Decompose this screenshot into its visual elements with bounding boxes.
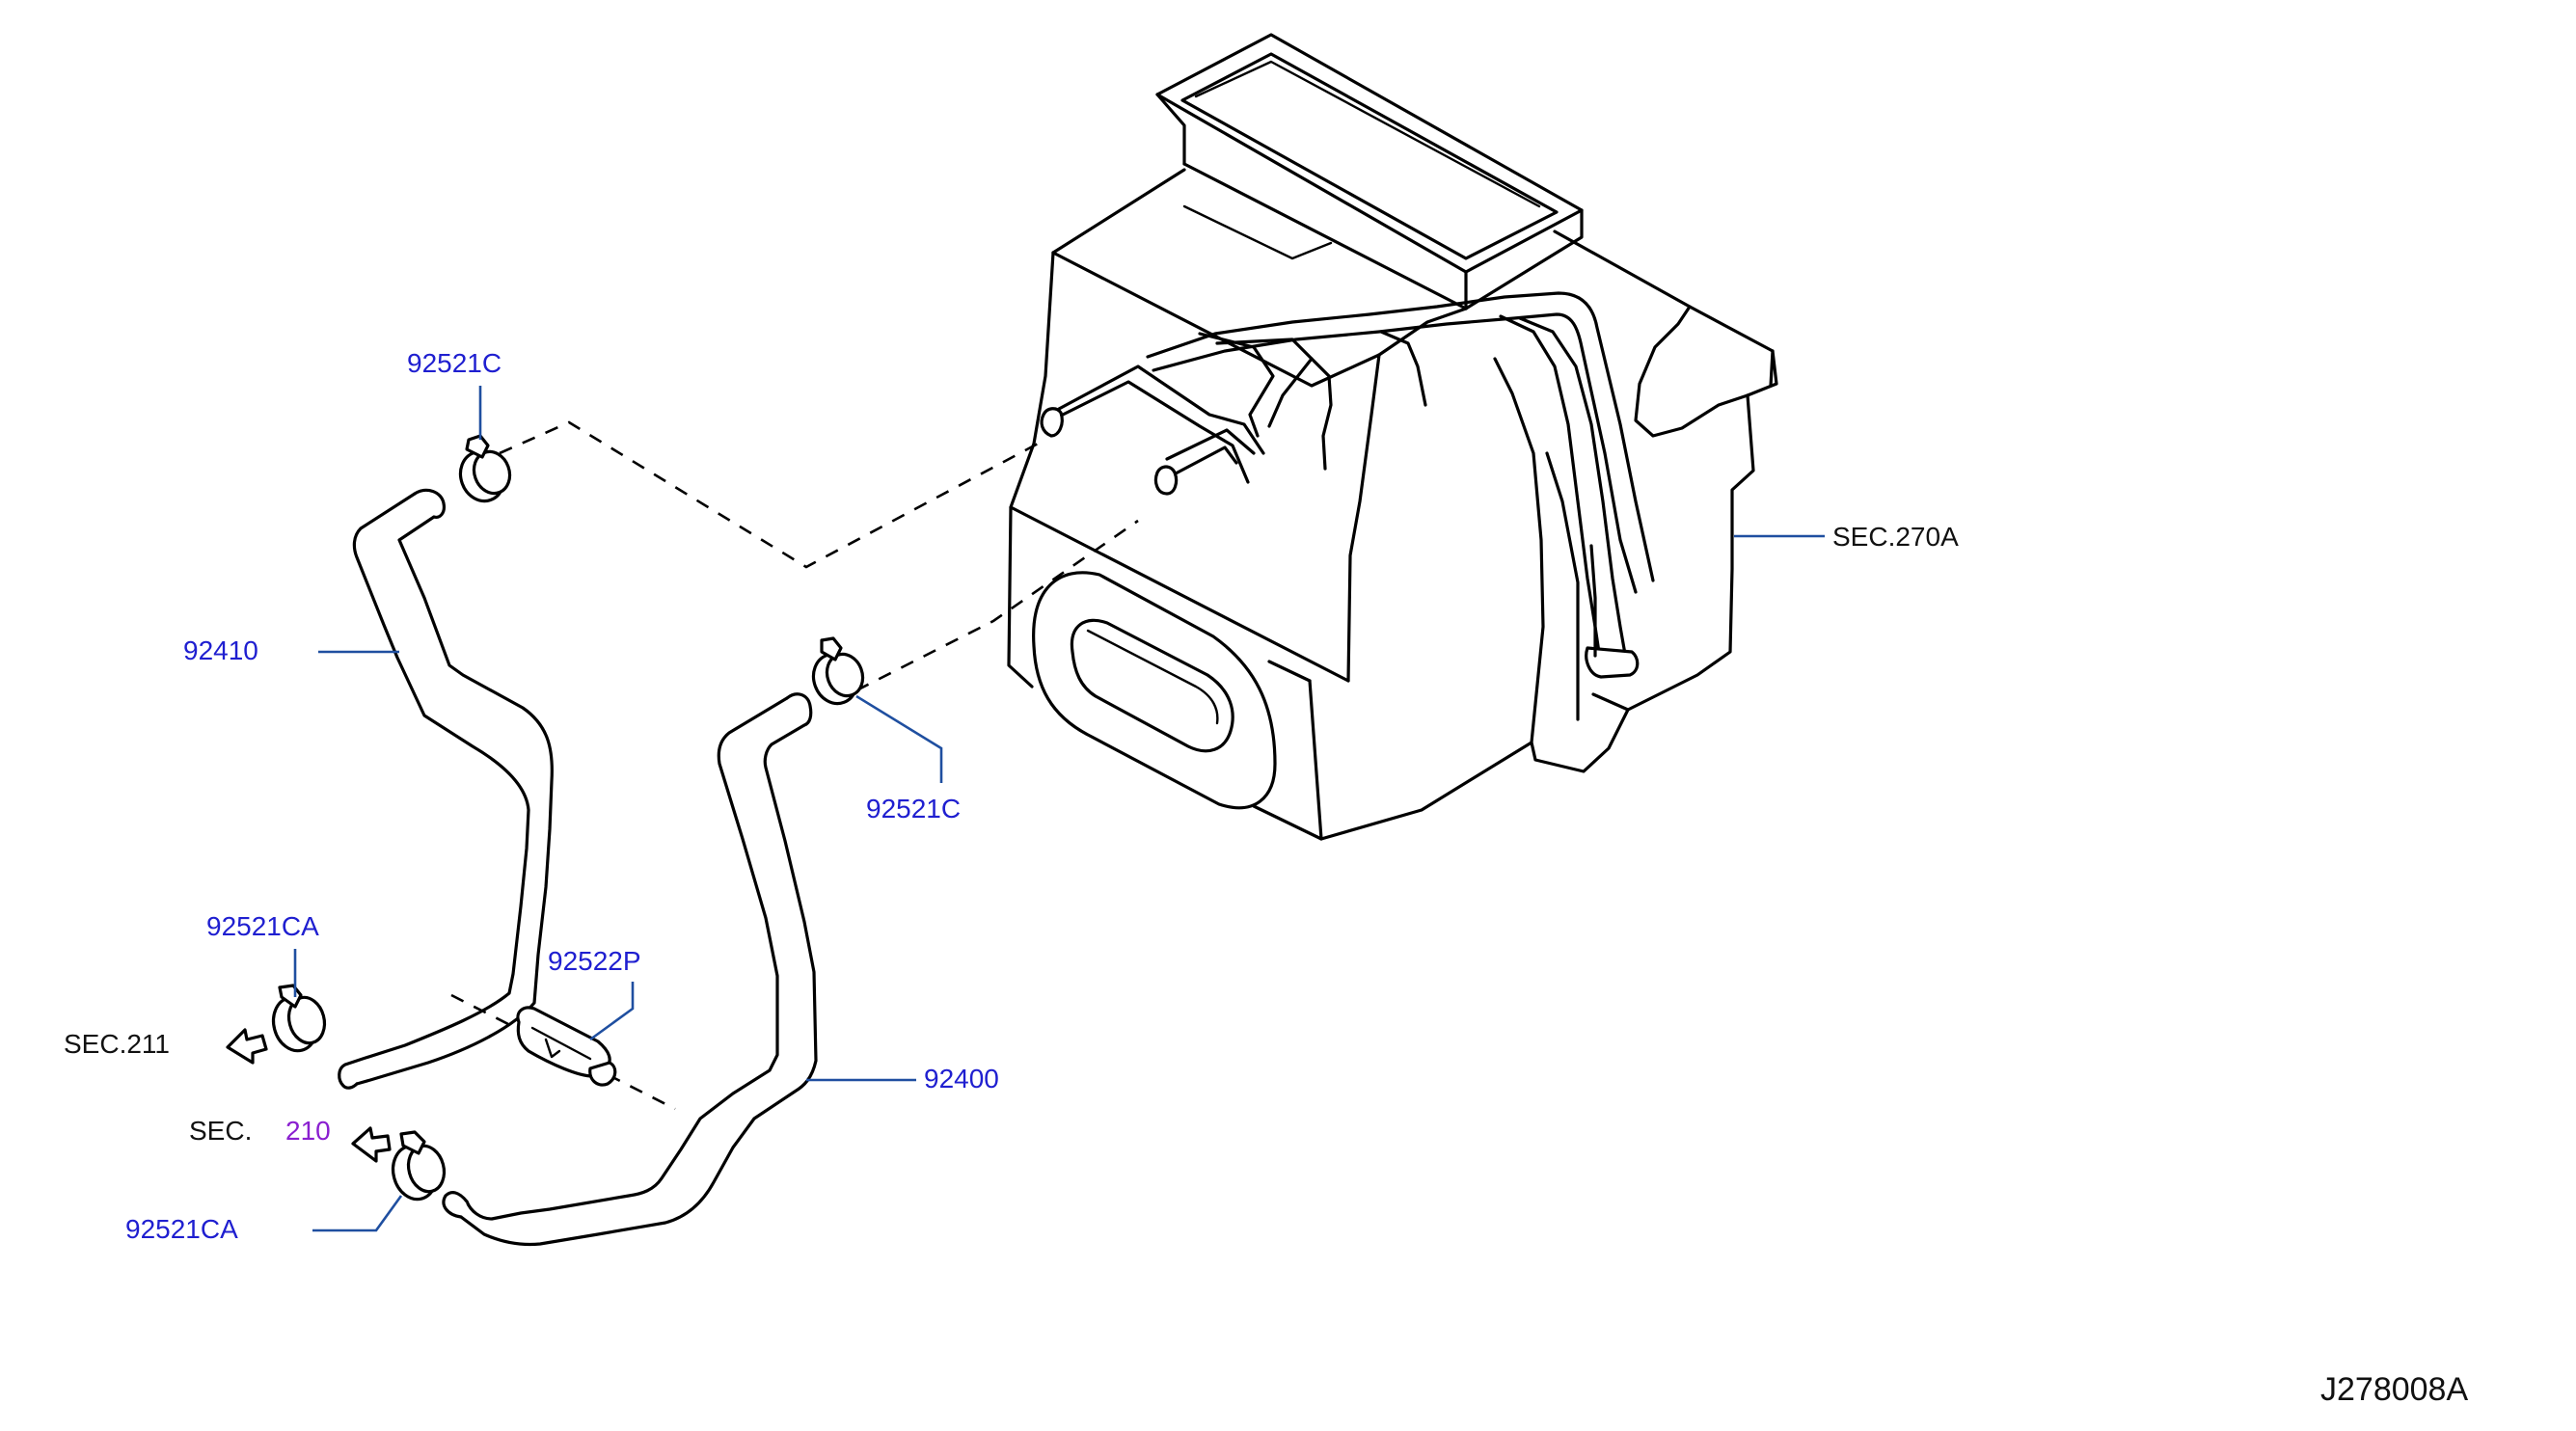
label-92521ca-upper: 92521CA [206,911,319,941]
hose-92410[interactable] [338,488,554,1090]
arrow-sec-210 [351,1126,392,1163]
label-sec-210-number[interactable]: 210 [285,1116,331,1146]
label-92521c-top: 92521C [407,348,502,378]
clamp-92521c-top[interactable] [453,434,515,507]
label-92410: 92410 [183,635,258,665]
clamp-92521c-mid[interactable] [806,636,868,710]
hose-92400[interactable] [442,692,818,1247]
leader-lines [293,386,1825,1232]
label-92400: 92400 [924,1064,999,1094]
label-sec-210-prefix[interactable]: SEC. [189,1116,252,1146]
bracket-92522p[interactable] [516,1006,617,1087]
label-92522p: 92522P [548,946,641,976]
drawing-code: J278008A [2320,1371,2468,1408]
clamp-92521ca-upper[interactable] [268,984,330,1056]
label-92521ca-lower: 92521CA [125,1214,238,1244]
label-92521c-mid: 92521C [866,794,961,824]
label-sec-211[interactable]: SEC.211 [64,1029,170,1059]
label-sec-270a[interactable]: SEC.270A [1832,522,1959,552]
clamp-92521ca-lower[interactable] [388,1130,449,1204]
connection-lines [450,420,1139,1111]
arrow-sec-211 [226,1028,268,1065]
heater-unit [1007,33,1778,841]
